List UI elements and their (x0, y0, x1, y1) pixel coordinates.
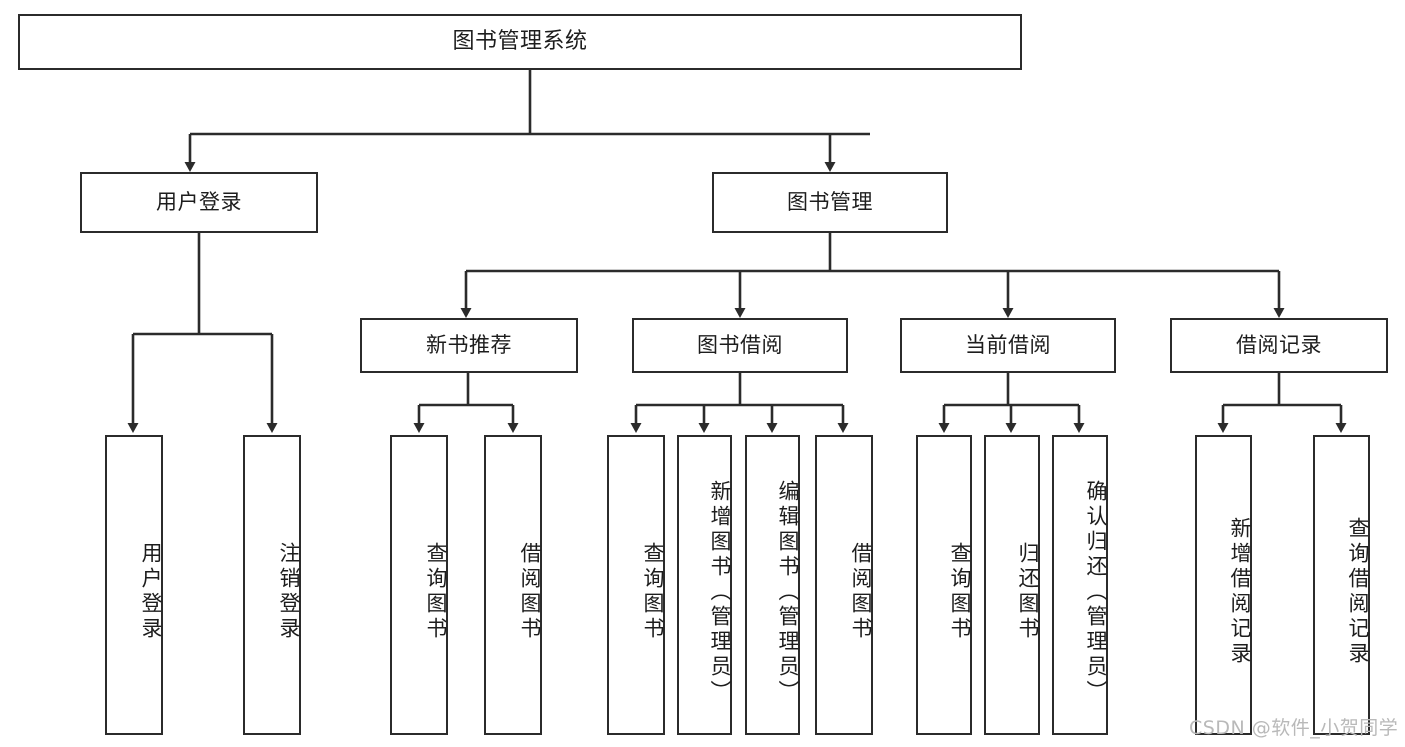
leaf-label: 借阅图书 (518, 542, 542, 642)
leaf-user-login-login[interactable]: 用户登录 (105, 435, 163, 735)
node-current-borrow-label: 当前借阅 (965, 333, 1051, 357)
node-borrow-record-label: 借阅记录 (1236, 333, 1322, 357)
leaf-borrow-add-book[interactable]: 新增图书（管理员） (677, 435, 732, 735)
leaf-label: 查询借阅记录 (1346, 517, 1370, 667)
node-book-borrow[interactable]: 图书借阅 (632, 318, 848, 373)
leaf-borrow-query-book[interactable]: 查询图书 (607, 435, 665, 735)
leaf-label: 用户登录 (139, 542, 163, 642)
node-user-login[interactable]: 用户登录 (80, 172, 318, 233)
leaf-label: 查询图书 (641, 542, 665, 642)
leaf-borrow-borrow-book[interactable]: 借阅图书 (815, 435, 873, 735)
node-root-label: 图书管理系统 (452, 29, 588, 54)
leaf-current-confirm-return[interactable]: 确认归还（管理员） (1052, 435, 1108, 735)
leaf-label: 借阅图书 (849, 542, 873, 642)
leaf-label: 注销登录 (277, 542, 301, 642)
node-root[interactable]: 图书管理系统 (18, 14, 1022, 70)
node-borrow-record[interactable]: 借阅记录 (1170, 318, 1388, 373)
leaf-label: 归还图书 (1016, 542, 1040, 642)
leaf-label: 新增图书（管理员） (708, 479, 732, 705)
leaf-label: 编辑图书（管理员） (776, 479, 800, 705)
node-user-login-label: 用户登录 (156, 190, 242, 214)
node-book-borrow-label: 图书借阅 (697, 333, 783, 357)
leaf-label: 确认归还（管理员） (1084, 479, 1108, 705)
node-book-management[interactable]: 图书管理 (712, 172, 948, 233)
leaf-current-query-book[interactable]: 查询图书 (916, 435, 972, 735)
node-new-book-recommend-label: 新书推荐 (426, 333, 512, 357)
leaf-record-add[interactable]: 新增借阅记录 (1195, 435, 1252, 735)
leaf-new-book-borrow[interactable]: 借阅图书 (484, 435, 542, 735)
leaf-label: 查询图书 (424, 542, 448, 642)
leaf-new-book-query[interactable]: 查询图书 (390, 435, 448, 735)
leaf-current-return-book[interactable]: 归还图书 (984, 435, 1040, 735)
node-current-borrow[interactable]: 当前借阅 (900, 318, 1116, 373)
leaf-label: 新增借阅记录 (1228, 517, 1252, 667)
node-new-book-recommend[interactable]: 新书推荐 (360, 318, 578, 373)
leaf-user-login-logout[interactable]: 注销登录 (243, 435, 301, 735)
csdn-watermark: CSDN @软件_小贺同学 (1189, 717, 1399, 739)
node-book-management-label: 图书管理 (787, 190, 873, 214)
leaf-label: 查询图书 (948, 542, 972, 642)
leaf-record-query[interactable]: 查询借阅记录 (1313, 435, 1370, 735)
leaf-borrow-edit-book[interactable]: 编辑图书（管理员） (745, 435, 800, 735)
